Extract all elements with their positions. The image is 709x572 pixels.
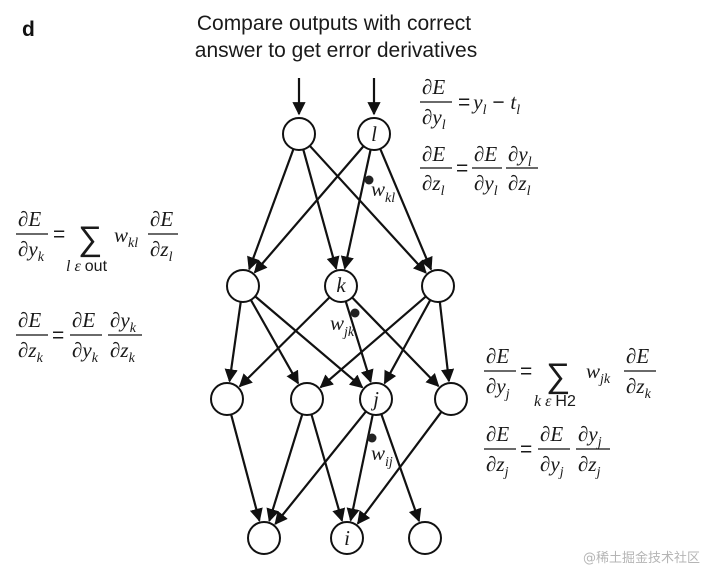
node-k2 [324, 269, 358, 303]
node-j2 [290, 382, 324, 416]
svg-text:∂zl: ∂zl [150, 237, 173, 265]
svg-text:=: = [53, 223, 65, 246]
edge-j2-i1 [266, 413, 304, 523]
node-label-l: l [371, 122, 377, 146]
svg-text:∂zl: ∂zl [422, 171, 445, 199]
edge-k3-j4 [438, 301, 455, 383]
svg-text:∂yj: ∂yj [578, 422, 602, 450]
watermark: @稀土掘金技术社区 [583, 550, 700, 566]
network-nodes [210, 117, 468, 555]
svg-text:∂E: ∂E [474, 142, 497, 166]
title-line-1: Compare outputs with correct [197, 12, 471, 35]
edge-k3-j3 [383, 299, 432, 385]
equation-dE-dzl: ∂E ∂zl = ∂E ∂yl ∂yl ∂zl [420, 142, 538, 199]
svg-text:∑: ∑ [78, 220, 102, 258]
svg-text:∂yl: ∂yl [422, 105, 446, 133]
svg-text:∂E: ∂E [150, 207, 173, 231]
svg-text:wjk: wjk [586, 359, 611, 387]
equation-dE-dzj: ∂E ∂zj = ∂E ∂yj ∂yj ∂zj [484, 422, 610, 480]
edge-o2-k3 [379, 148, 433, 271]
edge-k3-j2 [319, 295, 427, 389]
equation-dE-dyl: ∂E ∂yl =yl − tl [420, 75, 520, 133]
svg-text:=: = [520, 360, 532, 383]
weight-dot-jk [350, 308, 360, 318]
weight-label-kl: wkl [371, 177, 395, 206]
svg-text:∂yl: ∂yl [508, 142, 532, 170]
svg-text:∂E: ∂E [18, 207, 41, 231]
svg-text:∂E: ∂E [18, 308, 41, 332]
node-i2 [330, 521, 364, 555]
edge-k2-j4 [351, 296, 440, 388]
svg-text:=: = [520, 438, 532, 461]
node-label-i: i [344, 526, 350, 550]
edge-o2-k2 [340, 149, 372, 270]
node-k1 [226, 269, 260, 303]
svg-text:∂E: ∂E [72, 308, 95, 332]
svg-text:∂yj: ∂yj [486, 374, 510, 402]
weight-dot-kl [364, 175, 374, 185]
svg-text:∂yk: ∂yk [72, 338, 99, 366]
svg-text:∂E: ∂E [486, 344, 509, 368]
weight-dot-ij [367, 433, 377, 443]
node-o1 [282, 117, 316, 151]
edge-j3-i1 [274, 410, 367, 526]
weight-label-ij: wij [371, 441, 393, 470]
edge-k2-j3 [344, 300, 374, 384]
svg-text:=: = [456, 157, 468, 180]
edge-o1-k2 [302, 149, 340, 270]
node-i1 [247, 521, 281, 555]
edge-o1-k1 [247, 148, 295, 271]
svg-text:∂E: ∂E [486, 422, 509, 446]
edge-k1-j2 [249, 299, 300, 385]
svg-text:∂E: ∂E [626, 344, 649, 368]
node-o2 [357, 117, 391, 151]
svg-text:wkl: wkl [114, 223, 138, 251]
edge-j4-i2 [356, 411, 443, 525]
svg-text:∂yl: ∂yl [474, 171, 498, 199]
equation-dE-dzk: ∂E ∂zk = ∂E ∂yk ∂yk ∂zk [16, 308, 142, 366]
svg-text:∂zj: ∂zj [486, 452, 509, 480]
title-line-2: answer to get error derivatives [195, 39, 477, 62]
svg-text:∂E: ∂E [422, 142, 445, 166]
edge-o2-k1 [253, 145, 365, 274]
svg-text:∂E: ∂E [540, 422, 563, 446]
node-j4 [434, 382, 468, 416]
svg-text:∂zk: ∂zk [18, 338, 44, 366]
node-label-j: j [370, 387, 379, 411]
svg-text:=: = [52, 324, 64, 347]
svg-text:∂yk: ∂yk [110, 308, 137, 336]
edge-j2-i2 [310, 414, 346, 522]
node-i3 [408, 521, 442, 555]
svg-text:∂yk: ∂yk [18, 237, 45, 265]
edge-o1-k3 [308, 145, 427, 274]
edge-k1-j1 [224, 301, 242, 383]
svg-text:∂E: ∂E [422, 75, 445, 99]
edge-j1-i1 [230, 414, 263, 522]
svg-text:∂zj: ∂zj [578, 452, 601, 480]
svg-text:=yl − tl: =yl − tl [458, 90, 520, 118]
svg-text:∂yj: ∂yj [540, 452, 564, 480]
panel-label: d [22, 18, 35, 41]
edge-k2-j1 [238, 296, 331, 388]
network-edges [224, 78, 455, 526]
svg-text:∑: ∑ [546, 357, 570, 395]
svg-text:∂zk: ∂zk [110, 338, 136, 366]
svg-text:∂zl: ∂zl [508, 171, 531, 199]
node-j1 [210, 382, 244, 416]
node-k3 [421, 269, 455, 303]
node-label-k: k [336, 273, 346, 297]
svg-text:∂zk: ∂zk [626, 374, 652, 402]
edge-j3-i2 [346, 414, 374, 522]
weight-label-jk: wjk [330, 311, 355, 340]
edge-k1-j3 [254, 295, 364, 389]
node-j3 [359, 382, 393, 416]
